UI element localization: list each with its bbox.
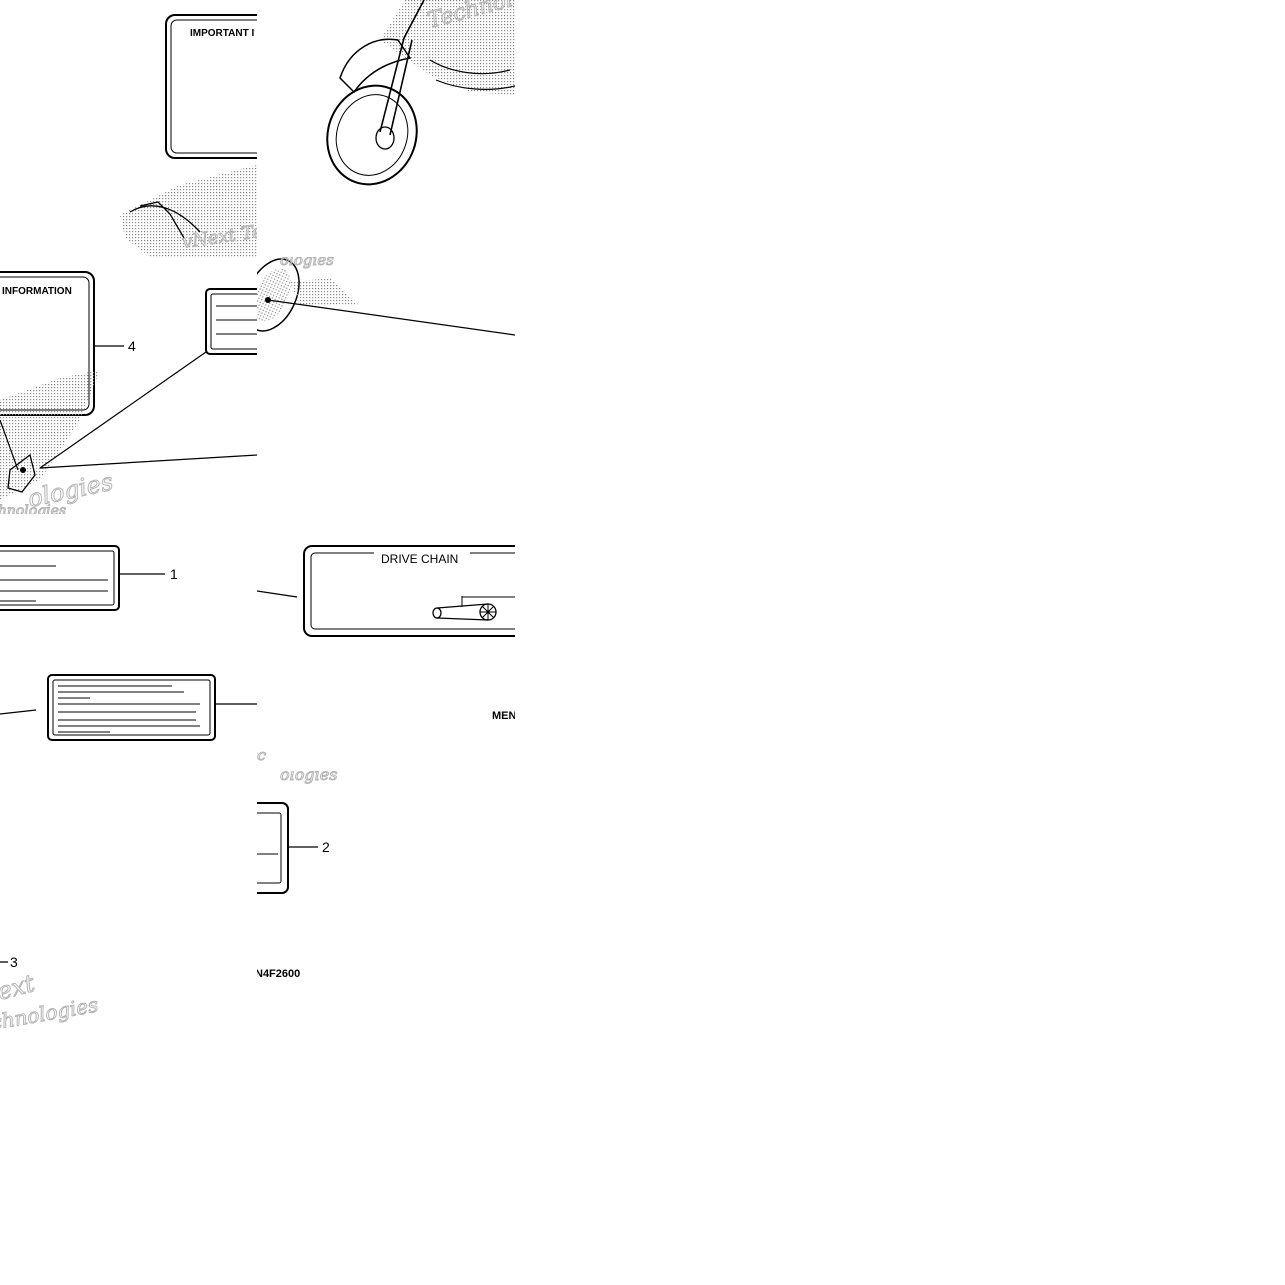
front-fork	[379, 0, 425, 136]
rear-wheel-hub	[257, 258, 300, 332]
tile-bottom-right-2: ologies 2 N4F2600	[255, 765, 338, 980]
chain-sprocket-icon	[432, 596, 515, 621]
drive-chain-label-text: DRIVE CHAIN	[381, 552, 458, 566]
small-label-frame-top	[205, 288, 257, 355]
watermark-text: vNext Tec	[189, 736, 267, 764]
tile-bottom-left-2: 3 ext chnologies	[0, 954, 100, 1028]
tile-middle-right: ologies Technol	[257, 251, 515, 514]
men-label-text: MEN	[492, 710, 517, 722]
label-frame-wide	[47, 674, 216, 741]
watermark-text: ologies	[280, 251, 334, 269]
drive-chain-label-frame	[303, 545, 515, 637]
label-frame-1	[0, 545, 120, 611]
callout-number-3: 3	[10, 954, 18, 970]
front-wheel	[326, 84, 418, 186]
important-info-label-frame	[165, 14, 257, 159]
watermark-text: ext	[0, 969, 38, 1006]
callout-number-2: 2	[322, 839, 330, 855]
motorcycle-shading-left	[120, 165, 257, 257]
motorcycle-shading-mid	[0, 370, 100, 500]
tile-bottom-right-1: DRIVE CHAIN MEN vNext Tec	[189, 545, 517, 765]
callout-number-1: 1	[170, 566, 178, 582]
tile-bottom-left-1: 1	[0, 545, 257, 741]
part-code-text: N4F2600	[255, 968, 300, 980]
label-frame-2	[257, 802, 289, 894]
watermark-text: ologies	[280, 765, 337, 784]
tile-top-right: Technol	[326, 0, 515, 186]
important-label-text: IMPORTANT I	[190, 28, 254, 39]
information-label-text: INFORMATION	[2, 286, 72, 297]
callout-number-4: 4	[128, 338, 136, 354]
tile-top-left: IMPORTANT I vNext Tec	[120, 14, 257, 257]
watermark-text: chnologies	[0, 503, 66, 519]
motorcycle-fender	[339, 38, 412, 94]
tile-middle-left: INFORMATION 4 ologies chnologies	[0, 271, 257, 519]
motorcycle-shading-top	[380, 0, 515, 95]
